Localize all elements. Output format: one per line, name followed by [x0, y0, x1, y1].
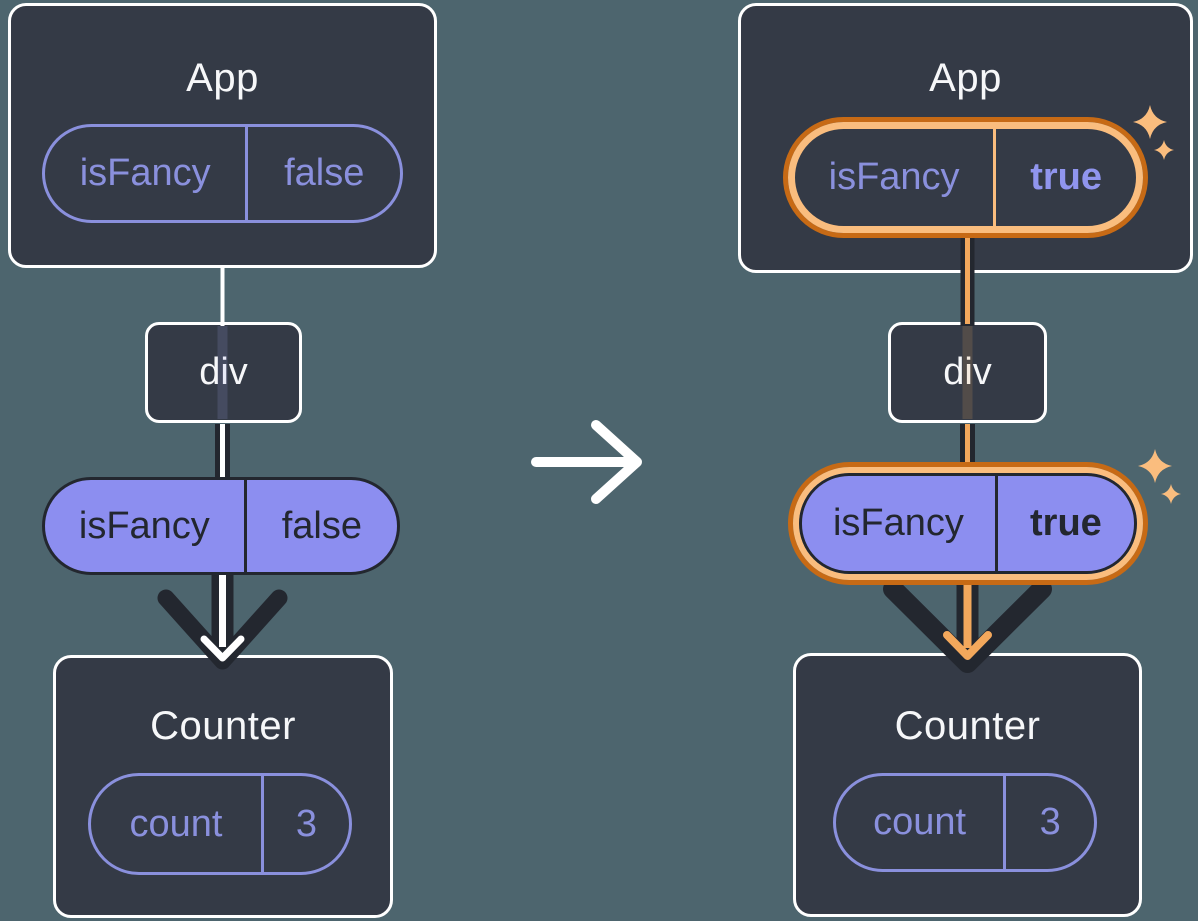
before-div-card: div	[145, 322, 302, 423]
before-counter-state-value: 3	[295, 802, 317, 845]
after-counter-state-label: count	[836, 776, 1007, 869]
before-counter-state-pill: count 3	[88, 773, 352, 875]
after-counter-state-value: 3	[1039, 801, 1061, 843]
before-div-label: div	[199, 351, 248, 393]
before-app-prop-value: false	[284, 152, 365, 194]
after-div-card: div	[888, 322, 1047, 423]
before-counter-state-label: count	[91, 776, 264, 872]
before-passed-prop-label: isFancy	[45, 480, 247, 572]
sparkle-icon	[1161, 484, 1181, 504]
after-counter-state-pill: count 3	[833, 773, 1097, 872]
after-app-prop-value: true	[1030, 156, 1102, 198]
before-app-prop-pill: isFancy false	[42, 124, 403, 223]
sparkle-icon	[1138, 449, 1172, 483]
before-arrow-down-chevron	[157, 589, 288, 670]
before-app-prop-label: isFancy	[45, 127, 249, 220]
after-counter-title: Counter	[894, 704, 1041, 748]
after-passed-prop-pill-highlighted: isFancy true	[788, 462, 1148, 585]
before-counter-title: Counter	[150, 704, 296, 748]
after-arrow-down-chevron	[883, 579, 1052, 673]
after-div-label: div	[943, 351, 992, 393]
arrow-right-icon	[531, 420, 642, 504]
after-app-prop-label: isFancy	[795, 129, 997, 226]
before-passed-prop-value: false	[281, 504, 362, 547]
before-app-title: App	[186, 56, 259, 100]
after-passed-prop-value: true	[1030, 502, 1102, 544]
before-passed-prop-pill: isFancy false	[42, 477, 400, 575]
after-app-prop-pill-highlighted: isFancy true	[783, 117, 1148, 238]
after-passed-prop-label: isFancy	[802, 476, 998, 571]
after-app-title: App	[929, 56, 1002, 100]
